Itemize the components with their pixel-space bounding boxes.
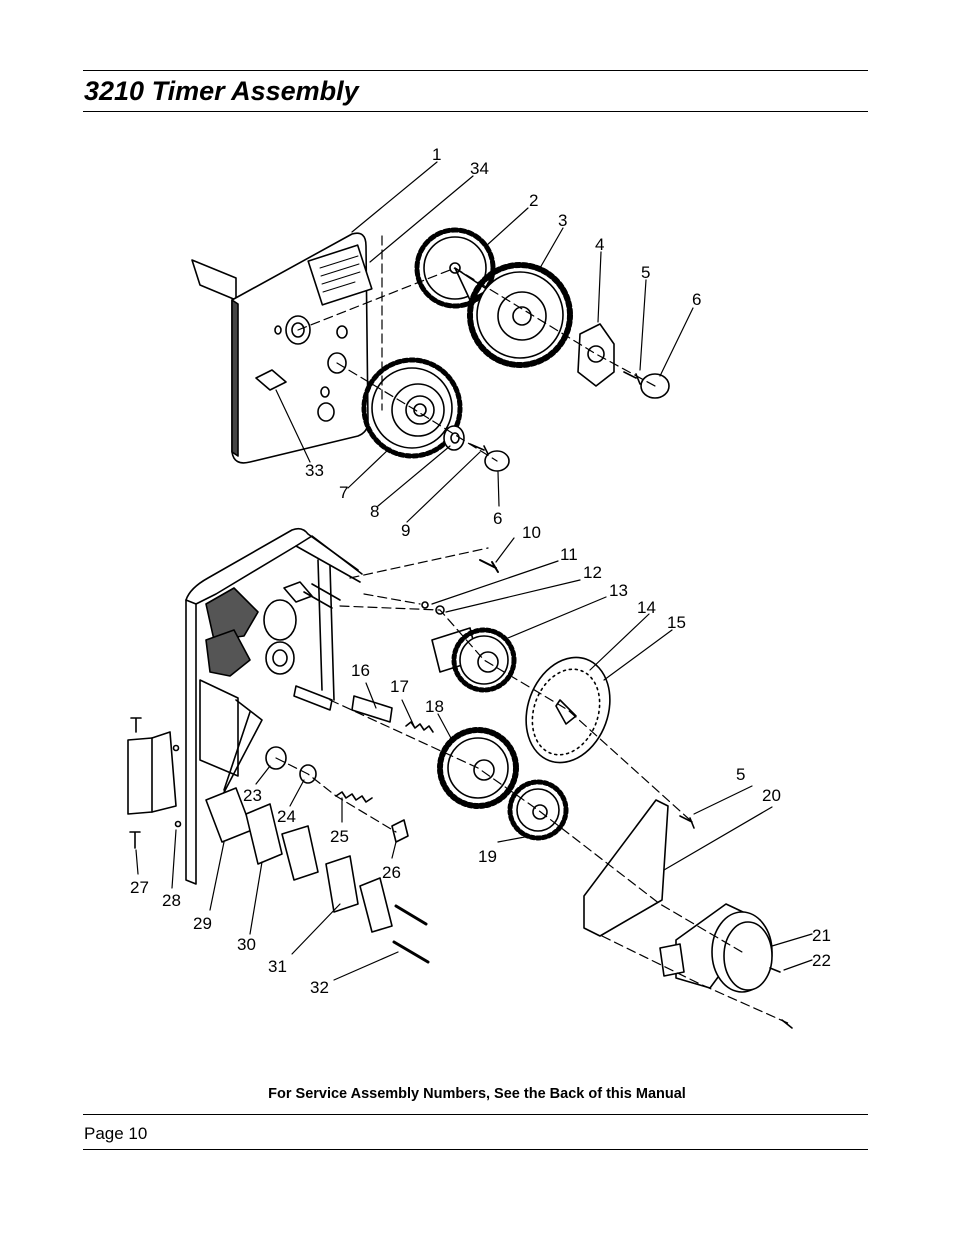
callout-12: 12 bbox=[583, 563, 602, 582]
gear-19 bbox=[507, 779, 569, 841]
callout-6-upper: 6 bbox=[692, 290, 701, 309]
callout-29: 29 bbox=[193, 914, 212, 933]
callout-22: 22 bbox=[812, 951, 831, 970]
callout-20: 20 bbox=[762, 786, 781, 805]
ball-12 bbox=[435, 605, 445, 615]
exploded-parts-diagram: 1 34 2 3 4 5 6 33 7 8 9 6 10 11 12 13 14… bbox=[127, 145, 831, 1029]
callout-2: 2 bbox=[529, 191, 538, 210]
callout-26: 26 bbox=[382, 863, 401, 882]
gear-13 bbox=[431, 627, 517, 693]
callout-1: 1 bbox=[432, 145, 441, 164]
callout-13: 13 bbox=[609, 581, 628, 600]
footer-bottom-rule bbox=[83, 1149, 868, 1150]
footer-top-rule bbox=[83, 1114, 868, 1115]
callout-18: 18 bbox=[425, 697, 444, 716]
pinion-16 bbox=[351, 695, 393, 723]
spring-25 bbox=[335, 791, 373, 803]
spring-17 bbox=[405, 721, 434, 733]
bracket-28 bbox=[127, 731, 182, 828]
callout-4: 4 bbox=[595, 235, 604, 254]
screw-5-upper bbox=[623, 371, 641, 385]
dial-15 bbox=[525, 656, 611, 764]
callout-8: 8 bbox=[370, 502, 379, 521]
callout-28: 28 bbox=[162, 891, 181, 910]
callout-33: 33 bbox=[305, 461, 324, 480]
callout-24: 24 bbox=[277, 807, 296, 826]
front-plate bbox=[191, 232, 373, 464]
callout-21: 21 bbox=[812, 926, 831, 945]
callout-17: 17 bbox=[390, 677, 409, 696]
callout-14: 14 bbox=[637, 598, 656, 617]
header-bottom-rule bbox=[83, 111, 868, 112]
screw-27 bbox=[129, 831, 141, 849]
screw-27-top bbox=[130, 717, 142, 733]
callout-5-lower: 5 bbox=[736, 765, 745, 784]
callout-27: 27 bbox=[130, 878, 149, 897]
callout-31: 31 bbox=[268, 957, 287, 976]
screw-22-upper bbox=[769, 967, 781, 973]
callout-10: 10 bbox=[522, 523, 541, 542]
washer-8 bbox=[443, 425, 465, 451]
plate-26 bbox=[391, 819, 409, 843]
timer-housing bbox=[185, 527, 363, 885]
callout-3: 3 bbox=[558, 211, 567, 230]
callout-34: 34 bbox=[470, 159, 489, 178]
knob-4 bbox=[577, 323, 615, 387]
switch-stack bbox=[205, 787, 393, 933]
header-top-rule bbox=[83, 70, 868, 71]
pin-11 bbox=[421, 601, 429, 609]
service-footnote: For Service Assembly Numbers, See the Ba… bbox=[268, 1086, 686, 1102]
callout-23: 23 bbox=[243, 786, 262, 805]
callout-19: 19 bbox=[478, 847, 497, 866]
callout-15: 15 bbox=[667, 613, 686, 632]
motor-21 bbox=[659, 903, 773, 993]
page-title: 3210 Timer Assembly bbox=[84, 76, 359, 106]
callout-6-lower: 6 bbox=[493, 509, 502, 528]
bolt-32-upper bbox=[394, 904, 428, 926]
callout-25: 25 bbox=[330, 827, 349, 846]
callout-5-upper: 5 bbox=[641, 263, 650, 282]
callout-32: 32 bbox=[310, 978, 329, 997]
screw-5-lower bbox=[679, 815, 695, 829]
callout-7: 7 bbox=[339, 483, 348, 502]
bolt-32-lower bbox=[392, 940, 430, 964]
screw-10 bbox=[479, 559, 499, 573]
bracket-20 bbox=[583, 799, 669, 937]
callout-9: 9 bbox=[401, 521, 410, 540]
callout-16: 16 bbox=[351, 661, 370, 680]
callout-30: 30 bbox=[237, 935, 256, 954]
page-number: Page 10 bbox=[84, 1124, 148, 1143]
gear-3 bbox=[467, 262, 573, 368]
callout-11: 11 bbox=[560, 545, 578, 564]
